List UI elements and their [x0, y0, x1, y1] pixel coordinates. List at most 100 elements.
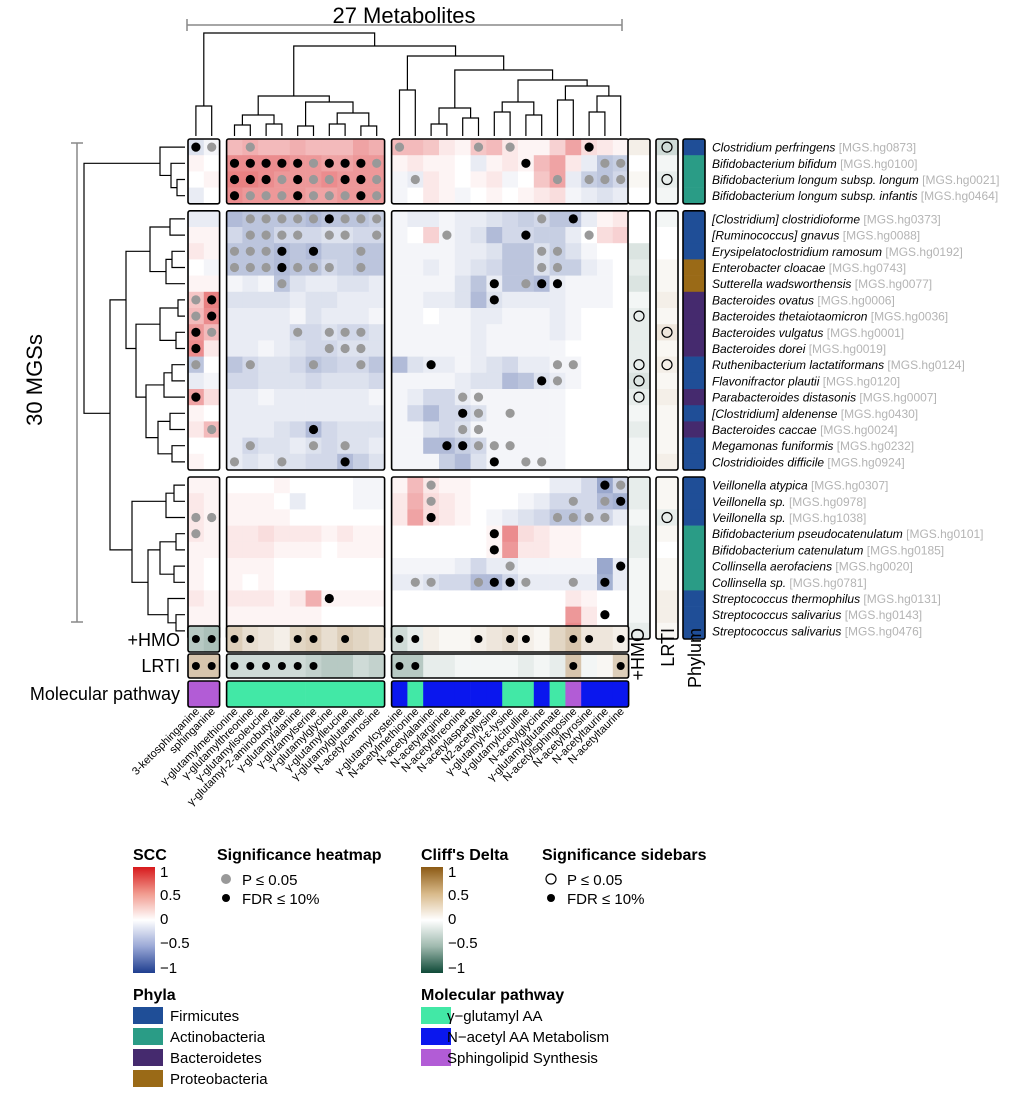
- p-dot: [277, 457, 287, 467]
- p-dot: [505, 142, 515, 152]
- fdr-dot: [442, 441, 452, 451]
- heatmap-cell: [226, 493, 243, 510]
- pathway-cell: [470, 681, 487, 707]
- fdr-dot: [489, 577, 499, 587]
- p-dot: [340, 230, 350, 240]
- heatmap-cell: [391, 574, 408, 591]
- fdr-dot: [426, 360, 436, 370]
- dendrogram-branch: [176, 178, 185, 197]
- row-label: Erysipelatoclostridium ramosum [MGS.hg01…: [712, 245, 963, 259]
- dendrogram-branch: [171, 250, 185, 269]
- fdr-dot: [489, 457, 499, 467]
- heatmap-cell: [423, 541, 440, 559]
- fdr-dot: [521, 158, 531, 168]
- mgs-name: Bifidobacterium longum subsp. longum: [712, 173, 919, 187]
- heatmap-cell: [454, 493, 471, 510]
- lrti-bottom-sig: [293, 662, 302, 670]
- hmo-bottom-sig: [474, 635, 483, 643]
- heatmap-cell: [368, 525, 385, 543]
- heatmap-cell: [597, 227, 614, 244]
- phylum-cell: [683, 155, 705, 172]
- heatmap-cell: [203, 558, 220, 575]
- heatmap-cell: [274, 324, 291, 341]
- p-dot: [568, 512, 578, 523]
- mgs-id: [MGS.hg0007]: [856, 391, 937, 405]
- heatmap-cell: [454, 155, 471, 172]
- heatmap-cell: [454, 477, 471, 494]
- lrti-bottom-sig: [246, 662, 255, 670]
- heatmap-cell: [188, 493, 205, 510]
- fdr-dot: [229, 158, 240, 168]
- heatmap-cell: [368, 324, 385, 341]
- heatmap-cell: [612, 324, 629, 341]
- heatmap-cell: [274, 308, 291, 325]
- heatmap-cell: [289, 389, 306, 406]
- fdr-dot: [340, 457, 350, 467]
- p-dot: [324, 327, 334, 337]
- heatmap-cell: [565, 606, 582, 624]
- heatmap-cell: [549, 340, 566, 357]
- hmo-bottom-sig: [506, 635, 515, 643]
- heatmap-cell: [486, 340, 503, 357]
- heatmap-cell: [423, 187, 440, 205]
- pathway-legend: Molecular pathway γ−glutamyl AA N−acetyl…: [421, 987, 609, 1067]
- sig-sidebar-fdr: FDR ≤ 10%: [567, 891, 644, 908]
- bottom-annotation-rows: [187, 625, 630, 708]
- heatmap-cell: [242, 509, 259, 526]
- lrti-bottom-sig: [616, 662, 625, 670]
- dendrogram-branch: [173, 484, 185, 502]
- p-dot: [552, 246, 563, 256]
- heatmap-cell: [289, 340, 306, 357]
- heatmap-cell: [502, 243, 519, 260]
- heatmap-cell: [353, 606, 370, 624]
- heatmap-cell: [533, 493, 550, 510]
- fdr-dot: [489, 295, 499, 305]
- heatmap-cell: [486, 356, 503, 374]
- heatmap-cell: [226, 590, 243, 607]
- hmo-sidebar-frame: [627, 476, 651, 640]
- pathway-n-acetyl: N−acetyl AA Metabolism: [447, 1029, 609, 1046]
- lrti-sidebar-cell: [656, 453, 678, 471]
- heatmap-cell: [565, 558, 582, 575]
- p-dot: [600, 496, 610, 506]
- p-dot: [473, 577, 484, 587]
- hmo-sidebar-cell: [628, 622, 650, 640]
- heatmap-cell: [203, 477, 220, 494]
- p-dot: [340, 214, 350, 224]
- heatmap-cell: [612, 275, 629, 293]
- hmo-sidebar-sig: [633, 391, 645, 403]
- pathway-cell: [188, 681, 205, 707]
- heatmap-cell: [242, 606, 259, 624]
- sig-heatmap-fdr: FDR ≤ 10%: [242, 891, 319, 908]
- mgs-id: [MGS.hg0101]: [903, 527, 984, 541]
- mgs-id: [MGS.hg0131]: [860, 592, 941, 606]
- lrti-bottom-sig: [569, 662, 578, 670]
- p-dot: [426, 577, 436, 587]
- heatmap-cell: [423, 405, 440, 422]
- heatmap-cell: [454, 525, 471, 543]
- heatmap-cell: [226, 421, 243, 438]
- pathway-cell: [305, 681, 322, 707]
- heatmap-cell: [305, 477, 322, 494]
- heatmap-cell: [565, 308, 582, 325]
- heatmap-cell: [188, 606, 205, 624]
- heatmap-cell: [486, 389, 503, 406]
- heatmap-cell: [353, 525, 370, 543]
- heatmap-cell: [391, 187, 408, 205]
- fdr-dot: [521, 230, 531, 240]
- heatmap-cell: [423, 139, 440, 156]
- hmo-sidebar-sig: [633, 359, 645, 371]
- p-dot: [372, 230, 382, 240]
- hmo-sidebar-cell: [628, 155, 650, 172]
- p-dot: [426, 496, 436, 506]
- row-label: Bacteroides caccae [MGS.hg0024]: [712, 423, 897, 437]
- n-acetyl-swatch: [421, 1028, 451, 1045]
- phylum-cell: [683, 558, 705, 575]
- phylum-cell: [683, 243, 705, 260]
- heatmap-cell: [368, 493, 385, 510]
- p-dot: [308, 360, 319, 370]
- heatmap-cell: [407, 259, 424, 276]
- heatmap-cell: [203, 541, 220, 559]
- heatmap-cell: [533, 139, 550, 156]
